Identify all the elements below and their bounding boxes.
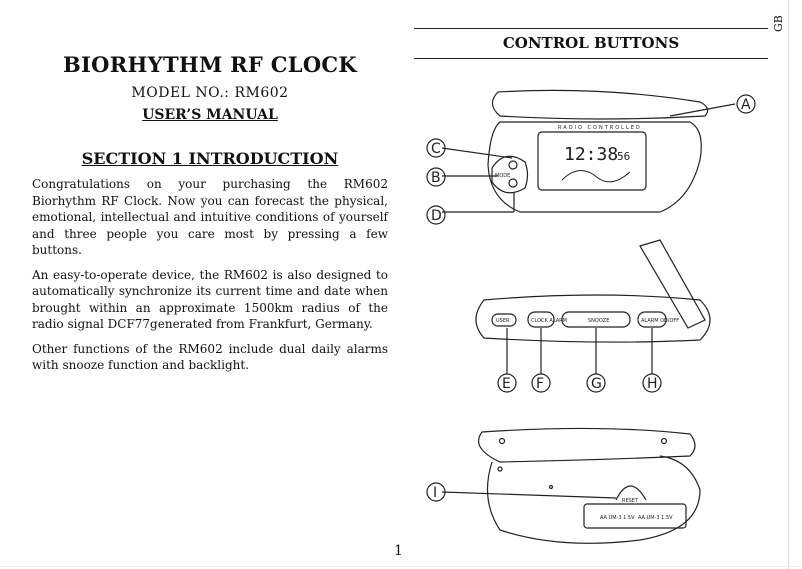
callout-h: H bbox=[647, 376, 658, 392]
clock-stand bbox=[639, 239, 706, 329]
lcd-time: 12:38 bbox=[564, 144, 618, 165]
mode-label: MODE bbox=[495, 173, 510, 179]
callout-a-circle bbox=[736, 94, 756, 114]
user-label: USER bbox=[496, 318, 510, 324]
mode-dpad bbox=[491, 155, 529, 194]
clock-body-bottom bbox=[478, 427, 696, 463]
battery-label-2: AA UM-3 1.5V bbox=[638, 515, 673, 521]
reset-label: RESET bbox=[622, 498, 639, 504]
clock-body-top bbox=[487, 121, 702, 213]
reset-recess bbox=[615, 485, 647, 501]
lcd-seconds: 56 bbox=[617, 150, 630, 163]
callout-c-circle bbox=[426, 138, 446, 158]
clock-body-side bbox=[475, 294, 711, 343]
page-title: BIORHYTHM RF CLOCK bbox=[63, 52, 357, 77]
callout-c: C bbox=[431, 141, 441, 157]
callout-e-circle bbox=[497, 373, 517, 393]
leader-a bbox=[669, 103, 736, 117]
callout-f-circle bbox=[531, 373, 551, 393]
screw-left bbox=[498, 437, 506, 445]
callout-d-circle bbox=[426, 205, 446, 225]
snooze-label: SNOOZE bbox=[588, 318, 609, 324]
callout-b: B bbox=[431, 170, 441, 186]
biorhythm-curve bbox=[561, 170, 631, 183]
screw-right bbox=[660, 437, 668, 445]
left-column: BIORHYTHM RF CLOCK MODEL NO.: RM602 USER… bbox=[32, 48, 388, 374]
user-button[interactable] bbox=[491, 313, 517, 327]
callout-e: E bbox=[502, 376, 511, 392]
intro-paragraph-2: An easy-to-operate device, the RM602 is … bbox=[32, 267, 388, 332]
callout-g-circle bbox=[586, 373, 606, 393]
page-number: 1 bbox=[394, 543, 403, 559]
hole bbox=[548, 484, 554, 490]
snooze-button[interactable] bbox=[561, 311, 631, 328]
model-number: MODEL NO.: RM602 bbox=[131, 85, 289, 101]
callout-a: A bbox=[741, 97, 751, 113]
clock-back bbox=[486, 455, 701, 544]
battery-label-1: AA UM-3 1.5V bbox=[600, 515, 635, 521]
up-button[interactable] bbox=[508, 160, 518, 170]
footer-line bbox=[0, 566, 802, 567]
margin-line bbox=[788, 0, 789, 569]
callout-i-circle bbox=[426, 482, 446, 502]
screw-bottom bbox=[497, 466, 503, 472]
clock-alarm-label: CLOCK ALARM bbox=[531, 318, 567, 324]
users-manual-heading: USER’S MANUAL bbox=[142, 107, 278, 123]
title-rule bbox=[414, 58, 768, 59]
leader-c bbox=[441, 147, 513, 159]
section-heading: SECTION 1 INTRODUCTION bbox=[81, 149, 339, 168]
intro-paragraph-1: Congratulations on your purchasing the R… bbox=[32, 177, 388, 257]
callout-i: I bbox=[433, 485, 437, 501]
alarm-on-off-button[interactable] bbox=[637, 311, 667, 328]
callout-d: D bbox=[431, 208, 442, 224]
callout-b-circle bbox=[426, 167, 446, 187]
radio-controlled-label: RADIO CONTROLLED bbox=[558, 125, 642, 131]
clock-antenna-lid bbox=[491, 89, 709, 120]
callout-g: G bbox=[591, 376, 602, 392]
control-buttons-title: CONTROL BUTTONS bbox=[502, 34, 680, 52]
intro-paragraph-3: Other functions of the RM602 include dua… bbox=[32, 341, 388, 373]
leader-i bbox=[441, 491, 617, 499]
lcd-display bbox=[537, 131, 647, 191]
callout-f: F bbox=[536, 376, 544, 392]
top-rule bbox=[414, 28, 768, 29]
battery-compartment bbox=[583, 503, 687, 529]
down-button[interactable] bbox=[508, 178, 518, 188]
clock-alarm-button[interactable] bbox=[527, 311, 555, 328]
callout-h-circle bbox=[642, 373, 662, 393]
alarm-on-off-label: ALARM ON/OFF bbox=[641, 318, 679, 324]
